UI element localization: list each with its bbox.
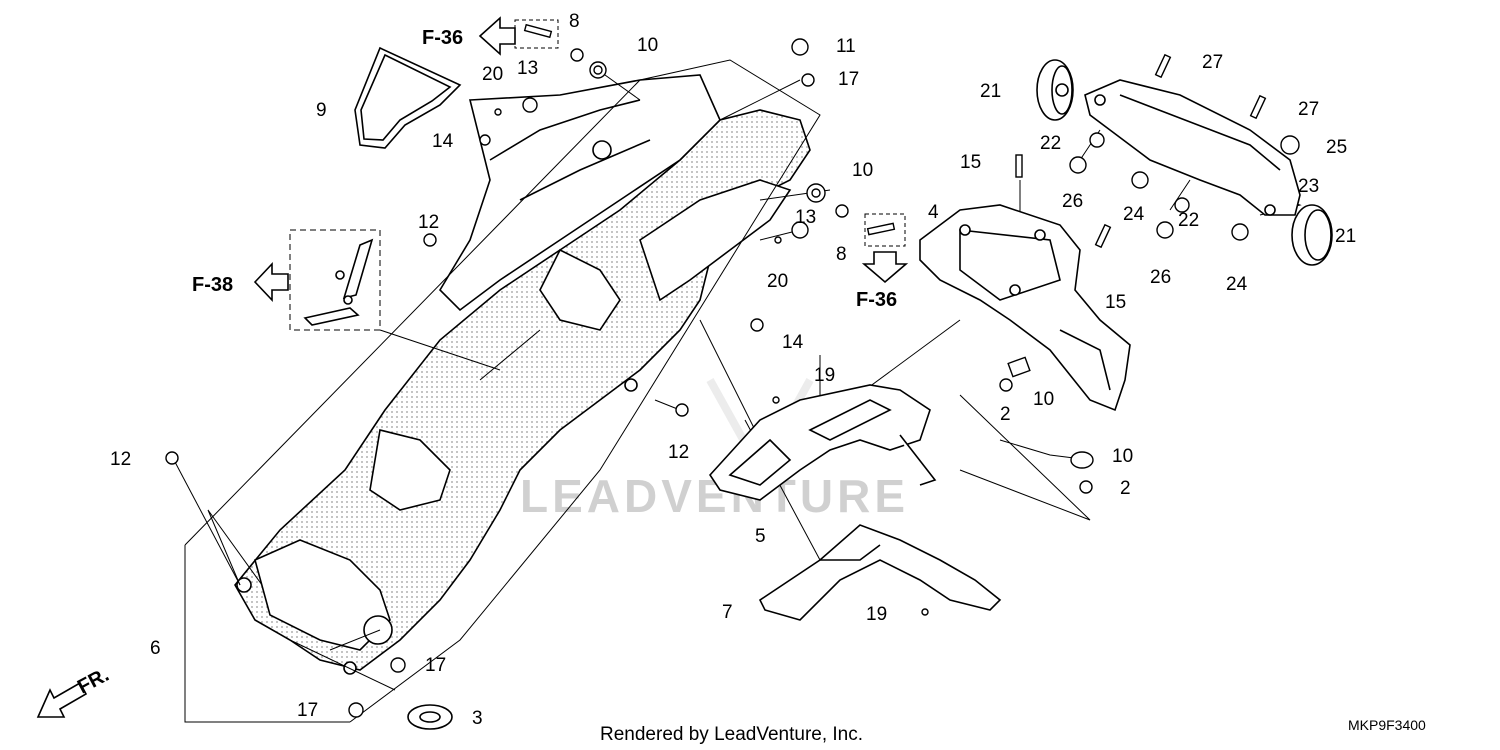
grommet-part-3 — [407, 704, 453, 730]
callout-c34: 4 — [928, 202, 939, 223]
callout-c41: 2 — [1000, 404, 1011, 425]
callout-c23: 17 — [297, 700, 318, 721]
callout-c8: 14 — [432, 131, 454, 152]
callout-c7: 9 — [316, 100, 327, 121]
callout-c25: 21 — [980, 81, 1001, 102]
inner-fender-part-7 — [758, 524, 1002, 621]
callout-c42: 10 — [1112, 446, 1133, 467]
callout-c30: 15 — [960, 152, 981, 173]
callout-c22: 17 — [425, 655, 446, 676]
callout-c26: 27 — [1202, 52, 1223, 73]
reflector-bracket-part-23 — [1084, 79, 1301, 216]
callout-c9: 12 — [418, 212, 439, 233]
reflector-left — [1036, 59, 1074, 121]
reflector-right — [1291, 204, 1333, 266]
callout-c4: 17 — [838, 69, 859, 90]
callout-c36: 21 — [1335, 226, 1356, 247]
front-arrow — [36, 681, 88, 718]
seal-strip-part — [354, 46, 462, 149]
ref-arrow-f36-top — [478, 16, 516, 56]
callout-c18: 5 — [755, 526, 766, 547]
bracket-part-5 — [708, 384, 937, 501]
ref-label-f38[interactable]: F-38 — [192, 274, 233, 296]
callout-labels: 8 10 11 17 13 20 9 14 12 10 13 8 20 14 1… — [110, 11, 1356, 729]
license-bracket-part-4 — [919, 204, 1131, 412]
callout-c35: 22 — [1178, 210, 1199, 231]
callout-c21: 6 — [150, 638, 161, 659]
callout-c2: 10 — [637, 35, 658, 56]
callout-c24: 3 — [472, 708, 483, 729]
callout-c17: 12 — [110, 449, 131, 470]
callout-c43: 2 — [1120, 478, 1131, 499]
footer-credit: Rendered by LeadVenture, Inc. — [600, 724, 863, 745]
callout-c16: 19 — [814, 365, 835, 386]
callout-c39: 15 — [1105, 292, 1126, 313]
hardware-fasteners — [165, 23, 1300, 718]
callout-c13: 20 — [767, 271, 788, 292]
f38-sub-assembly — [303, 238, 374, 326]
ref-arrow-f36-right — [861, 251, 909, 284]
callout-c3: 11 — [836, 36, 856, 57]
callout-c6: 20 — [482, 64, 503, 85]
callout-c29: 25 — [1326, 137, 1347, 158]
callout-c10: 10 — [852, 160, 873, 181]
ref-arrow-f38 — [253, 261, 289, 303]
callout-c1: 8 — [569, 11, 580, 32]
callout-c20: 19 — [866, 604, 887, 625]
callout-c28: 22 — [1040, 133, 1061, 154]
callout-c12: 8 — [836, 244, 847, 265]
callout-c5: 13 — [517, 58, 538, 79]
ref-label-f36-top[interactable]: F-36 — [422, 27, 463, 49]
callout-c40: 10 — [1033, 389, 1054, 410]
callout-c27: 27 — [1298, 99, 1319, 120]
callout-c15: 12 — [668, 442, 689, 463]
callout-c19: 7 — [722, 602, 733, 623]
callout-c38: 24 — [1226, 274, 1248, 295]
callout-c14: 14 — [782, 332, 804, 353]
ref-label-f36-right[interactable]: F-36 — [856, 289, 897, 311]
callout-c11: 13 — [795, 207, 816, 228]
diagram-code: MKP9F3400 — [1348, 717, 1426, 733]
callout-c37: 26 — [1150, 267, 1171, 288]
callout-c33: 23 — [1298, 176, 1319, 197]
callout-c32: 24 — [1123, 204, 1145, 225]
callout-c31: 26 — [1062, 191, 1083, 212]
rear-fender-assembly — [234, 74, 811, 675]
